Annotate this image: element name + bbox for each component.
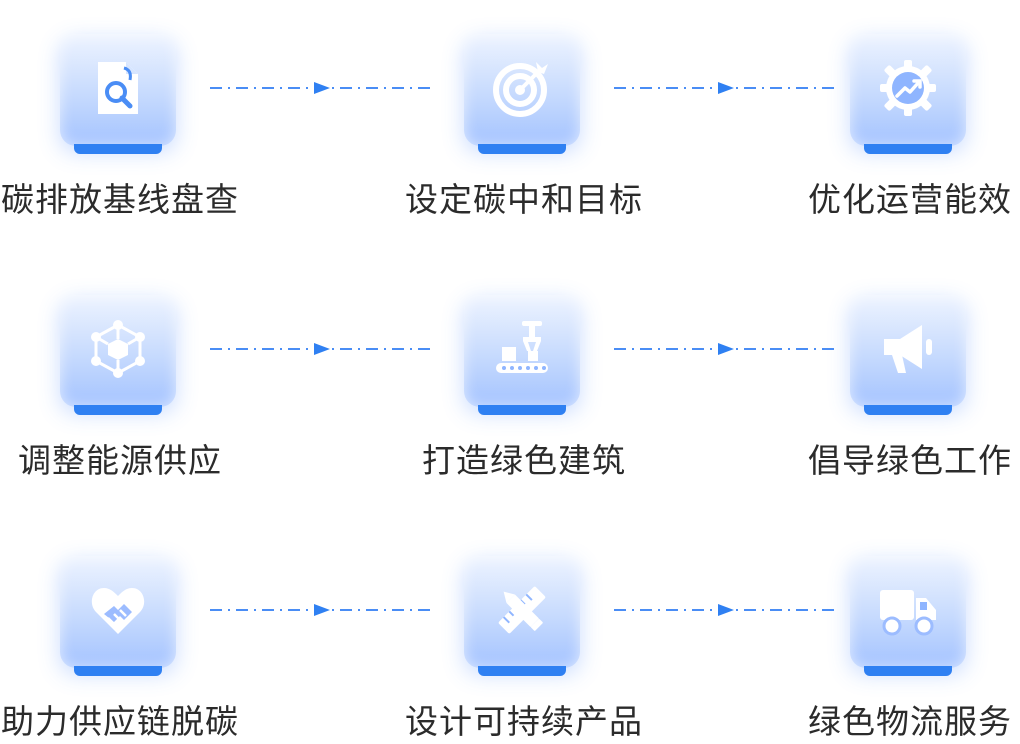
step-tile — [60, 295, 180, 417]
gear-chart-icon — [880, 60, 936, 116]
flow-arrow — [614, 343, 834, 355]
step-tile — [850, 295, 970, 417]
step-label: 碳排放基线盘查 — [1, 180, 239, 219]
step-label: 倡导绿色工作 — [808, 441, 1012, 480]
step-tile — [464, 556, 584, 678]
step-tile — [60, 34, 180, 156]
flow-arrow — [614, 82, 834, 94]
step-label: 打造绿色建筑 — [422, 441, 626, 480]
step-tile — [464, 295, 584, 417]
network-cube-icon — [91, 320, 145, 378]
step-label: 助力供应链脱碳 — [1, 702, 239, 741]
megaphone-icon — [884, 325, 932, 373]
step-label: 设计可持续产品 — [405, 702, 643, 741]
flow-arrow — [210, 82, 430, 94]
step-label: 调整能源供应 — [18, 441, 222, 480]
step-label: 绿色物流服务 — [808, 702, 1012, 741]
target-icon — [493, 62, 548, 117]
step-tile — [60, 556, 180, 678]
handshake-heart-icon — [91, 588, 145, 634]
step-label: 设定碳中和目标 — [405, 180, 643, 219]
robot-arm-conveyor-icon — [496, 321, 548, 373]
step-tile — [850, 34, 970, 156]
flow-arrow — [614, 604, 834, 616]
delivery-truck-icon — [880, 590, 936, 636]
document-search-icon — [98, 62, 138, 114]
flow-arrow — [210, 343, 430, 355]
step-tile — [850, 556, 970, 678]
step-label: 优化运营能效 — [808, 180, 1012, 219]
step-tile — [464, 34, 584, 156]
pencil-ruler-icon — [498, 586, 546, 634]
flow-arrow — [210, 604, 430, 616]
